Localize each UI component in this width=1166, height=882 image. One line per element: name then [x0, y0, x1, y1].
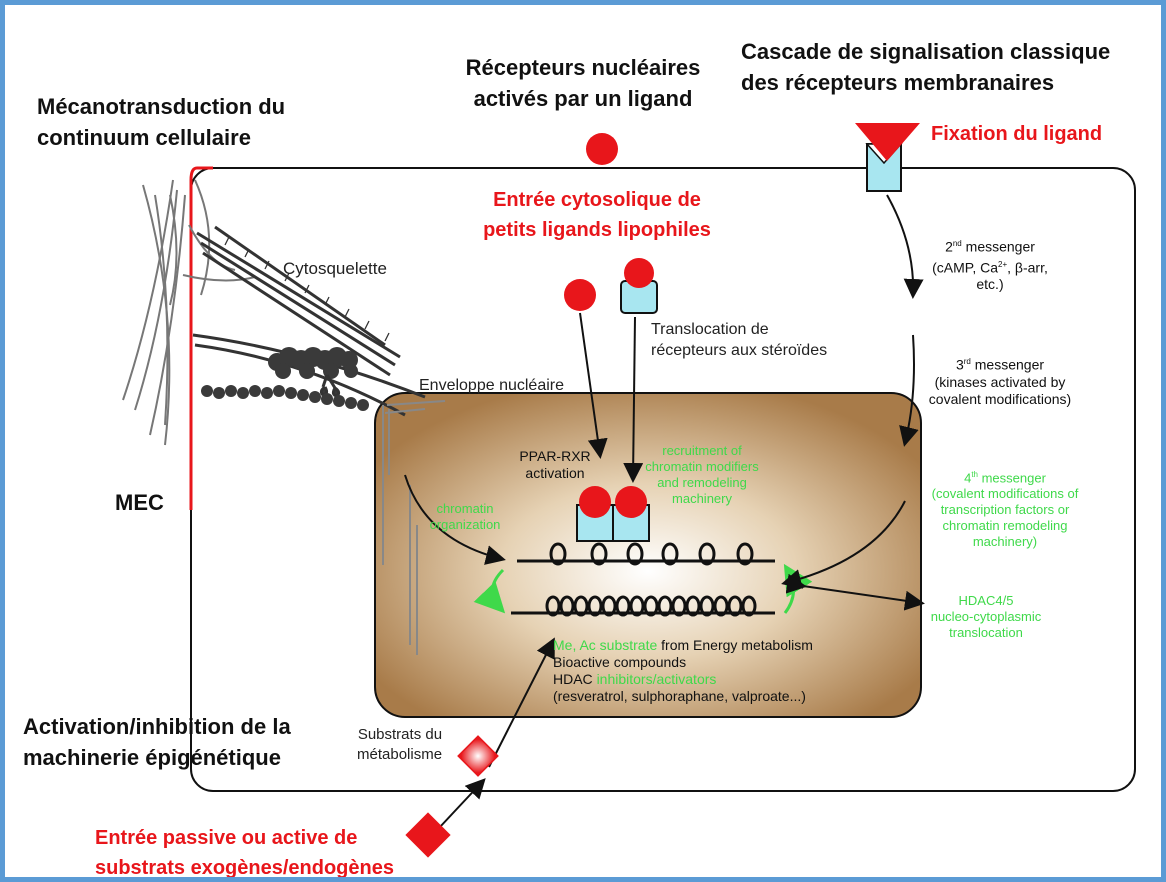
text-2nd-line2b: , β-arr, — [1007, 259, 1048, 276]
title-mecanotransduction-line2: continuum cellulaire — [37, 125, 251, 150]
nuclear-lamina — [382, 400, 446, 655]
label-entree-passive: Entrée passive ou active de substrats ex… — [95, 823, 394, 879]
steroid-ligand — [624, 258, 654, 288]
label-recruitment: recruitment of chromatin modifiers and r… — [627, 443, 777, 507]
label-substrats-line1: Substrats du — [357, 726, 443, 743]
text-hdac: HDAC — [553, 671, 597, 687]
label-4th-line5: machinery) — [972, 534, 1038, 550]
label-ppar-rxr: PPAR-RXR activation — [505, 448, 605, 482]
label-translocation: Translocation de récepteurs aux stéroïde… — [651, 319, 827, 361]
label-entree-cytosolique: Entrée cytosolique de petits ligands lip… — [447, 185, 747, 245]
label-substrats-line2: métabolisme — [357, 746, 443, 763]
actin-beads-lower — [201, 385, 369, 411]
label-enveloppe-nucleaire: Enveloppe nucléaire — [419, 377, 564, 394]
title-cascade: Cascade de signalisation classique des r… — [741, 36, 1110, 98]
chromatin-upper-coils — [549, 542, 754, 566]
title-activation-line1: Activation/inhibition de la — [23, 714, 291, 739]
ecm-interface-line — [189, 166, 213, 510]
title-recepteurs-line1: Récepteurs nucléaires — [465, 55, 701, 80]
title-mecanotransduction: Mécanotransduction du continuum cellulai… — [37, 91, 285, 153]
label-entree-passive-line1: Entrée passive ou active de — [95, 827, 358, 849]
myosin-shape — [319, 374, 341, 398]
ppar-ligand — [579, 486, 611, 518]
title-activation: Activation/inhibition de la machinerie é… — [23, 711, 291, 773]
label-2nd-messenger-line2: (cAMP, Ca2+, β-arr, — [915, 256, 1065, 277]
label-chromatin-org-line1: chromatin — [436, 501, 494, 516]
title-recepteurs-nucleaires: Récepteurs nucléaires activés par un lig… — [433, 52, 733, 114]
chromatin-lower-coils — [545, 595, 757, 617]
title-recepteurs-line2: activés par un ligand — [473, 86, 693, 111]
label-4th-line3: transcription factors or — [940, 502, 1070, 518]
nuclear-ligand-top — [586, 133, 618, 165]
label-translocation-line2: récepteurs aux stéroïdes — [651, 342, 828, 359]
label-ppar-line2: activation — [525, 465, 585, 481]
text-me-ac-substrate: Me, Ac substrate — [553, 637, 658, 653]
label-entree-passive-line2: substrats exogènes/endogènes — [95, 857, 394, 879]
membrane-ligand-triangle — [855, 123, 920, 161]
label-2nd-messenger: 2nd messenger (cAMP, Ca2+, β-arr, etc.) — [915, 235, 1065, 293]
title-cascade-line1: Cascade de signalisation classique — [741, 39, 1111, 64]
cytosolic-ligand — [564, 279, 596, 311]
text-3rd-rest: messenger — [970, 356, 1045, 373]
label-hdac-line3: translocation — [949, 625, 1023, 640]
nucleus — [374, 392, 922, 718]
text-2nd-line2a: (cAMP, Ca — [932, 259, 998, 276]
label-chromatin-org-line2: organization — [429, 517, 501, 532]
label-hdac-translocation: HDAC4/5 nucleo-cytoplasmic translocation — [911, 593, 1061, 641]
label-recruitment-line3: and remodeling — [657, 475, 747, 490]
label-entree-cytosolique-line2: petits ligands lipophiles — [483, 219, 711, 241]
label-4th-messenger: 4th messenger (covalent modifications of… — [905, 467, 1105, 550]
text-2nd-rest: messenger — [961, 238, 1035, 255]
ecm-fibers — [122, 179, 256, 446]
exogenous-substrate-diamond — [405, 812, 451, 858]
title-cascade-line2: des récepteurs membranaires — [741, 70, 1055, 95]
sup-4th: th — [971, 470, 978, 479]
label-metabolism-block: Me, Ac substrate from Energy metabolism … — [553, 637, 813, 705]
pathway-arrows — [404, 194, 924, 829]
label-metabolism-line3: HDAC inhibitors/activators — [553, 671, 813, 688]
label-recruitment-line1: recruitment of — [662, 443, 742, 458]
label-3rd-messenger-line1: 3rd messenger — [955, 356, 1045, 373]
label-mec: MEC — [115, 490, 164, 515]
label-chromatin-organization: chromatin organization — [405, 501, 525, 533]
label-hdac-line1: HDAC4/5 — [958, 593, 1014, 608]
actin-beads-upper — [268, 347, 358, 379]
label-3rd-messenger-line2: (kinases activated by — [934, 373, 1066, 390]
diagram-graphics — [122, 123, 1136, 858]
label-3rd-messenger: 3rd messenger (kinases activated by cova… — [905, 353, 1095, 408]
rxr-ligand — [615, 486, 647, 518]
label-entree-cytosolique-line1: Entrée cytosolique de — [493, 189, 701, 211]
sup-2nd: nd — [952, 239, 962, 248]
label-examples-compounds: (resveratrol, sulphoraphane, valproate..… — [553, 688, 806, 704]
text-4th-rest: messenger — [977, 470, 1046, 486]
label-hdac-line2: nucleo-cytoplasmic — [930, 609, 1042, 624]
label-2nd-messenger-line1: 2nd messenger — [945, 238, 1035, 255]
title-activation-line2: machinerie épigénétique — [23, 745, 281, 770]
cytoskeleton-ticks — [224, 236, 390, 342]
label-bioactive-compounds: Bioactive compounds — [553, 654, 687, 670]
text-inhibitors-activators: inhibitors/activators — [596, 671, 717, 687]
label-fixation-ligand: Fixation du ligand — [931, 123, 1103, 145]
sup-ca: 2+ — [998, 259, 1008, 269]
hdac-double-arrow — [785, 573, 925, 611]
label-cytosquelette: Cytosquelette — [283, 259, 387, 278]
label-metabolism-line1: Me, Ac substrate from Energy metabolism — [553, 637, 813, 654]
label-2nd-messenger-line3: etc.) — [976, 276, 1004, 293]
label-4th-line4: chromatin remodeling — [942, 518, 1068, 534]
title-mecanotransduction-line1: Mécanotransduction du — [37, 94, 286, 119]
label-3rd-messenger-line3: covalent modifications) — [928, 390, 1072, 407]
green-arrow-left — [473, 568, 506, 614]
label-recruitment-line2: chromatin modifiers — [645, 459, 759, 474]
label-substrats: Substrats du métabolisme — [357, 725, 442, 765]
label-ppar-line1: PPAR-RXR — [519, 448, 591, 464]
label-4th-line2: (covalent modifications of — [931, 486, 1079, 502]
label-translocation-line1: Translocation de — [651, 321, 769, 338]
text-energy-metabolism: from Energy metabolism — [657, 637, 813, 653]
metabolite-diamond — [457, 735, 499, 777]
sup-3rd: rd — [963, 357, 971, 366]
label-recruitment-line4: machinery — [672, 491, 732, 506]
label-4th-messenger-line1: 4th messenger — [964, 470, 1046, 486]
